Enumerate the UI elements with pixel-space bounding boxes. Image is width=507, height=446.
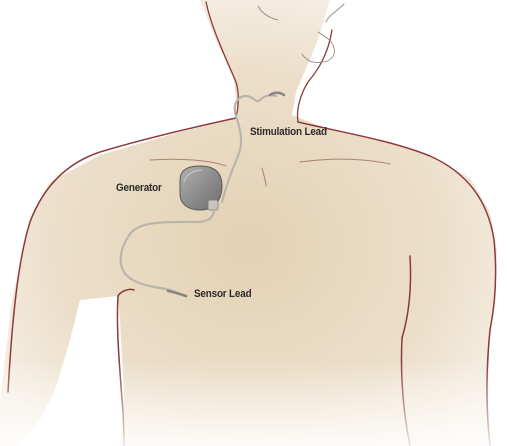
bottom-fade <box>0 360 507 446</box>
stimulation-lead-label: Stimulation Lead <box>250 126 327 138</box>
sensor-lead-label: Sensor Lead <box>194 288 251 300</box>
generator-label: Generator <box>116 182 162 194</box>
generator-device <box>180 166 222 210</box>
